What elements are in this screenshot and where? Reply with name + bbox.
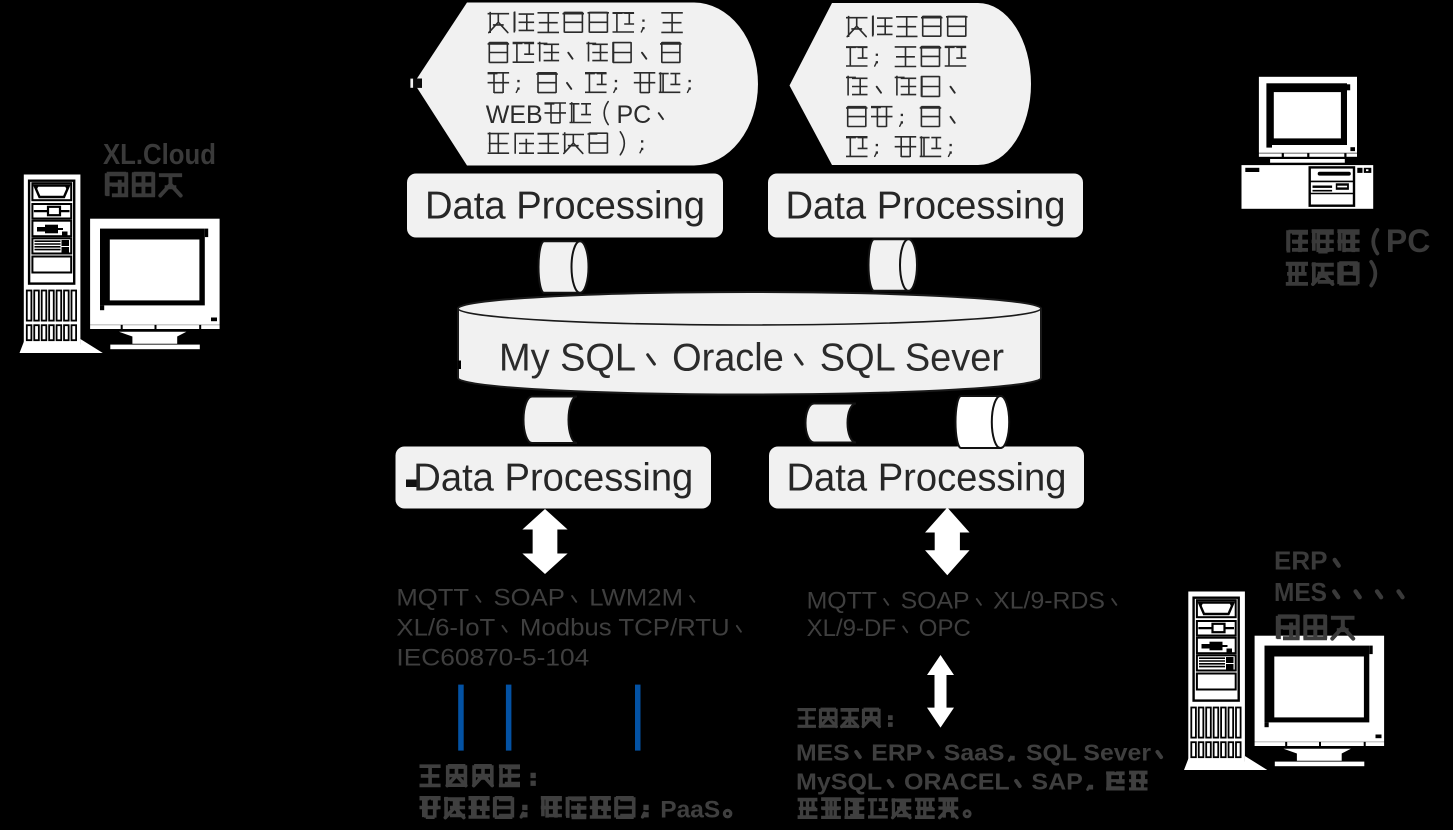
svg-text:MES: MES: [1274, 577, 1327, 607]
svg-text:SAP: SAP: [1031, 769, 1083, 795]
svg-text:SOAP: SOAP: [901, 588, 970, 615]
svg-text:Data Processing: Data Processing: [425, 184, 705, 227]
svg-text:SOAP: SOAP: [494, 585, 565, 612]
svg-text:MES: MES: [796, 740, 850, 766]
svg-text:PC: PC: [1386, 223, 1431, 259]
svg-text:XL/9-RDS: XL/9-RDS: [993, 588, 1105, 615]
svg-text:ERP: ERP: [871, 740, 922, 766]
svg-text:XL.Cloud: XL.Cloud: [103, 139, 216, 171]
svg-text:MQTT: MQTT: [396, 585, 469, 612]
svg-text:XL/9-DF: XL/9-DF: [807, 615, 896, 642]
svg-text:WEB: WEB: [486, 101, 543, 129]
svg-text:SaaS: SaaS: [944, 740, 1005, 766]
svg-text:ORACEL: ORACEL: [904, 769, 1010, 795]
svg-text:Data Processing: Data Processing: [786, 184, 1066, 227]
svg-text:Data Processing: Data Processing: [413, 457, 693, 500]
svg-text:My SQL: My SQL: [499, 336, 636, 379]
svg-text:SQL Sever: SQL Sever: [820, 336, 1004, 379]
svg-text:Oracle: Oracle: [672, 336, 784, 379]
svg-text:SQL Sever: SQL Sever: [1026, 740, 1151, 766]
svg-text:MQTT: MQTT: [807, 588, 878, 615]
svg-text:LWM2M: LWM2M: [589, 585, 683, 612]
svg-text:XL/6-IoT: XL/6-IoT: [396, 615, 495, 642]
svg-text:IEC60870-5-104: IEC60870-5-104: [396, 645, 589, 672]
svg-text:MySQL: MySQL: [796, 769, 882, 795]
svg-text:OPC: OPC: [919, 615, 971, 642]
svg-text:PC: PC: [617, 101, 652, 129]
svg-text:Modbus TCP/RTU: Modbus TCP/RTU: [520, 615, 730, 642]
svg-text:Data Processing: Data Processing: [787, 457, 1067, 500]
svg-text:PaaS: PaaS: [660, 797, 720, 824]
svg-text:ERP: ERP: [1274, 546, 1328, 576]
